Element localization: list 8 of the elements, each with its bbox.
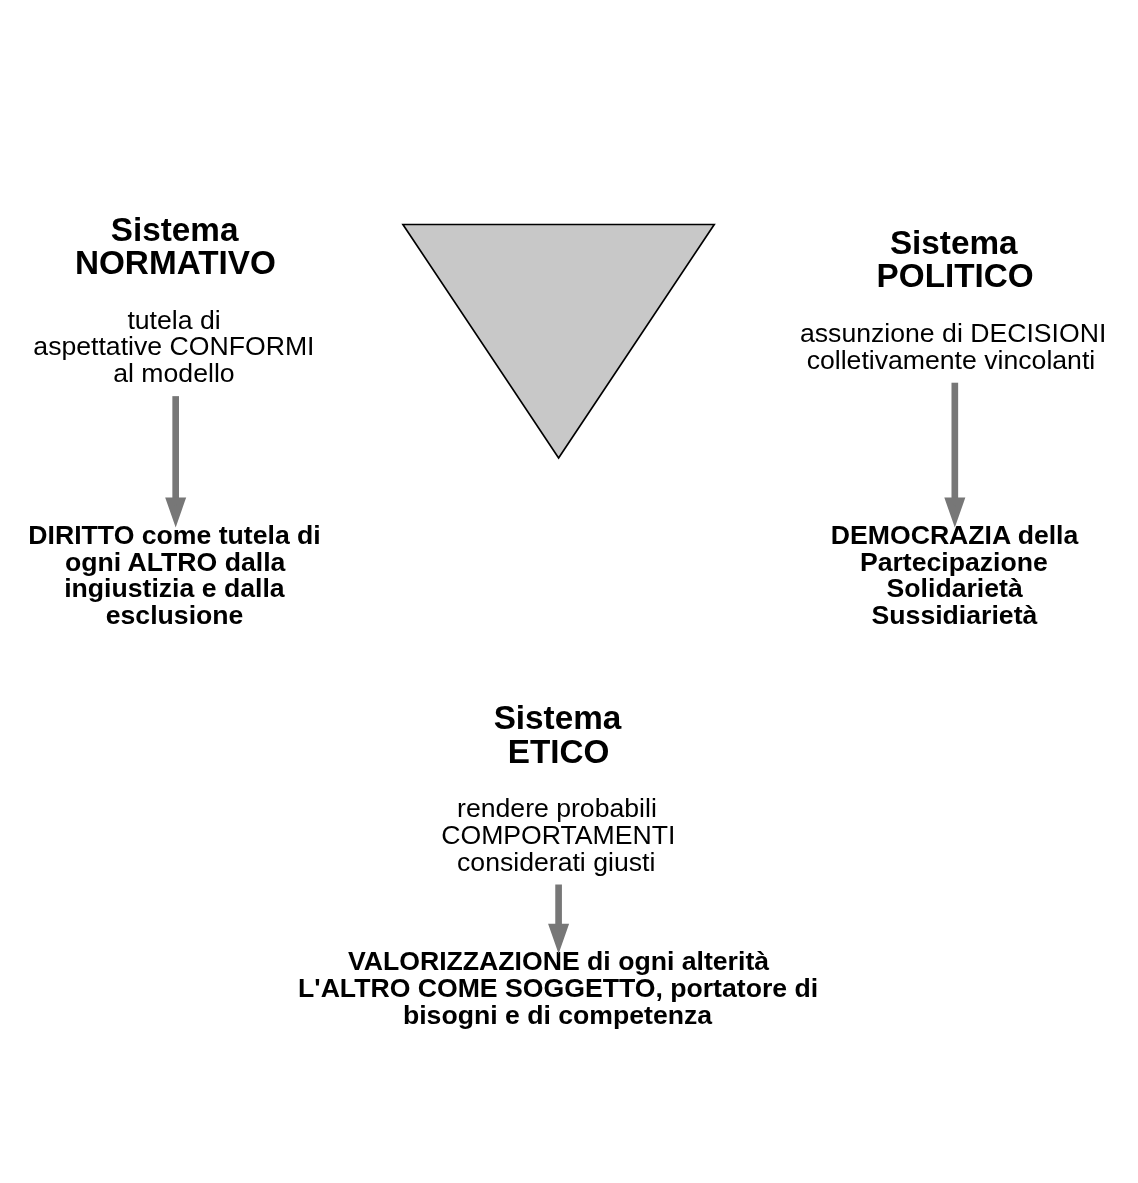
node-triangle — [401, 223, 716, 459]
node-text: Sistema POLITICO assunzione di DECISIONI colletivamente vincolanti — [799, 223, 1107, 375]
node-text: VALORIZZAZIONE di ogni alterità L'ALTRO COME SOGGETTO, portatore di bisogni e di competenza — [298, 945, 819, 1030]
node-text: DEMOCRAZIA della Partecipazione Solidarietà Sussidiarietà — [830, 519, 1079, 630]
node-text: DIRITTO come tutela di ogni ALTRO dalla ingiustizia e dalla esclusione — [28, 519, 321, 630]
node-text: Sistema NORMATIVO tutela di aspettative CONFORMI al modello — [33, 210, 315, 388]
node-text: Sistema ETICO rendere probabili COMPORTAMENTI considerati giusti — [441, 698, 676, 877]
arrow — [165, 395, 187, 527]
